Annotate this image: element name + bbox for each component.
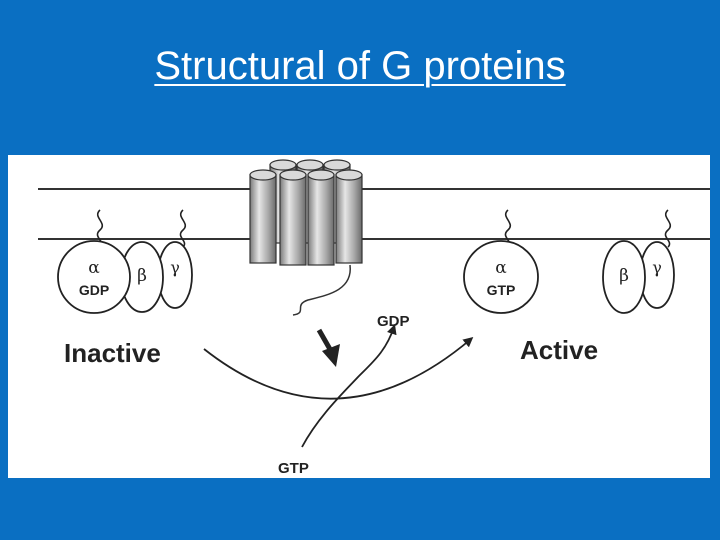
gdp-released-label: GDP — [377, 313, 410, 330]
gtp-bound-label: GTP — [278, 460, 309, 477]
active-alpha-subunit — [463, 240, 539, 314]
gamma-symbol: γ — [170, 258, 180, 277]
active-label: Active — [520, 335, 598, 365]
activation-arc-arrow — [203, 337, 474, 400]
receptor-helix-bundle — [249, 159, 363, 316]
beta-symbol: β — [137, 266, 147, 286]
free-gamma-symbol: γ — [652, 258, 662, 277]
beta-gamma-dimer: β γ — [602, 209, 675, 314]
inactive-label: Inactive — [64, 338, 161, 368]
free-beta-symbol: β — [619, 266, 629, 286]
active-alpha-gtp: α GTP — [463, 209, 539, 314]
alpha-gdp-label: GDP — [79, 282, 109, 298]
gamma-lipid-anchor — [179, 209, 187, 248]
free-beta-subunit — [602, 240, 646, 314]
slide-title: Structural of G proteins — [154, 44, 566, 88]
active-alpha-symbol: α — [495, 258, 507, 278]
inactive-g-protein-complex: α GDP β γ — [57, 209, 193, 314]
receptor-activation-arrow — [316, 328, 340, 367]
gtp-in-arrow — [301, 324, 397, 448]
g-protein-diagram: α GDP β γ α GTP β γ Inactive Active — [8, 155, 710, 478]
alpha-symbol: α — [88, 258, 100, 278]
alpha-subunit — [57, 240, 131, 314]
free-gamma-lipid-anchor — [664, 209, 672, 248]
active-alpha-gtp-label: GTP — [487, 282, 516, 298]
